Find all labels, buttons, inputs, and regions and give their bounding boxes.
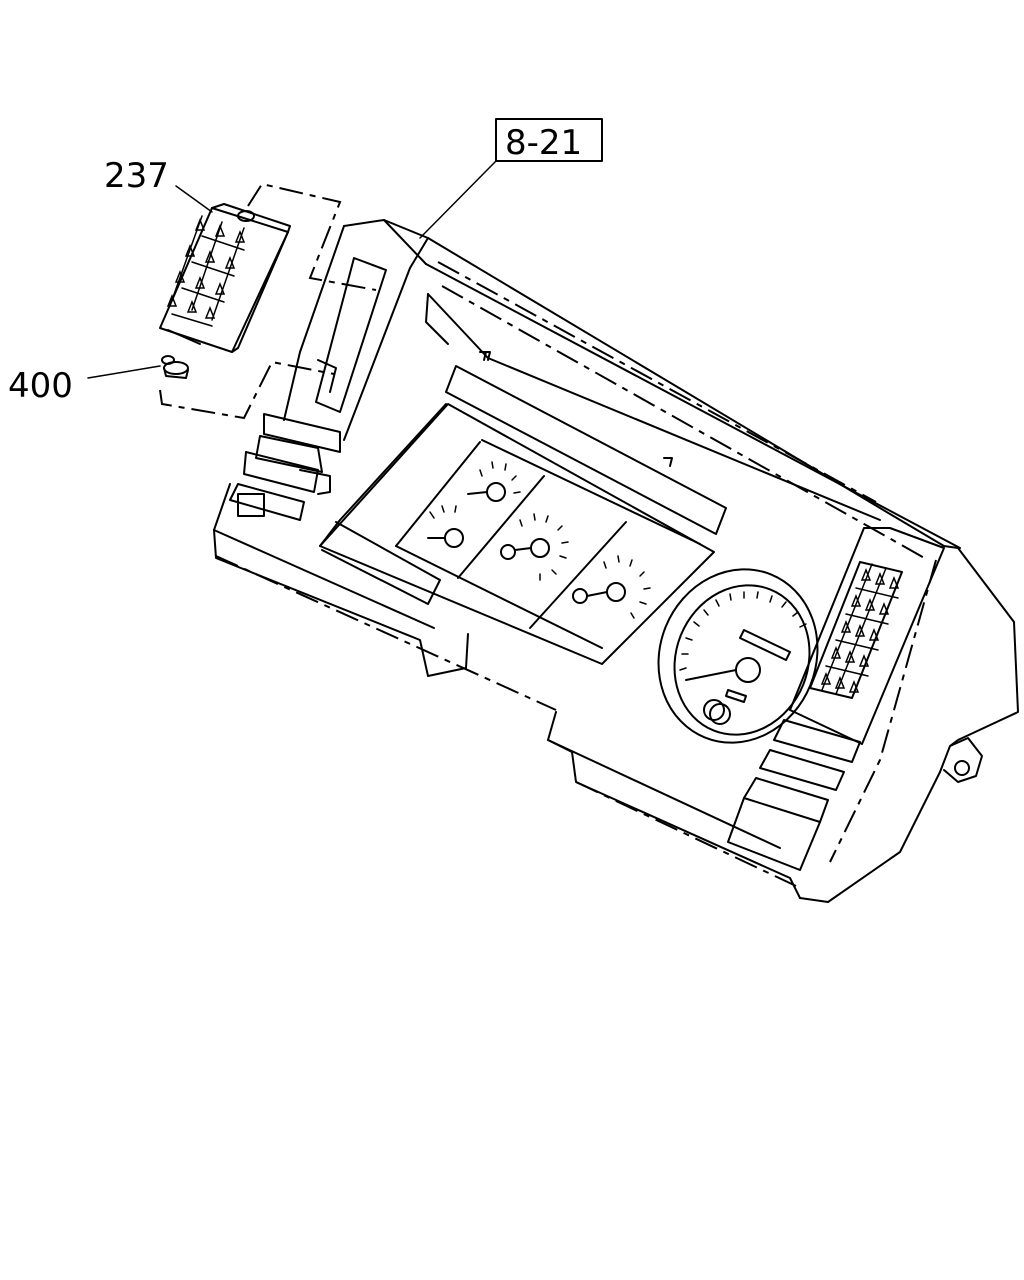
label-237[interactable]: 237 [104,156,169,196]
ref-box-text: 8-21 [505,123,582,163]
label-400[interactable]: 400 [8,366,73,406]
ref-box-8-21[interactable]: 8-21 [495,118,603,163]
connector-237[interactable] [159,203,291,353]
bulb-400[interactable] [161,355,189,379]
projection-lines-237 [159,182,377,420]
leader-237 [175,185,213,213]
leader-400 [87,365,161,379]
instrument-cluster[interactable] [213,219,1019,903]
leader-8-21 [419,160,497,239]
